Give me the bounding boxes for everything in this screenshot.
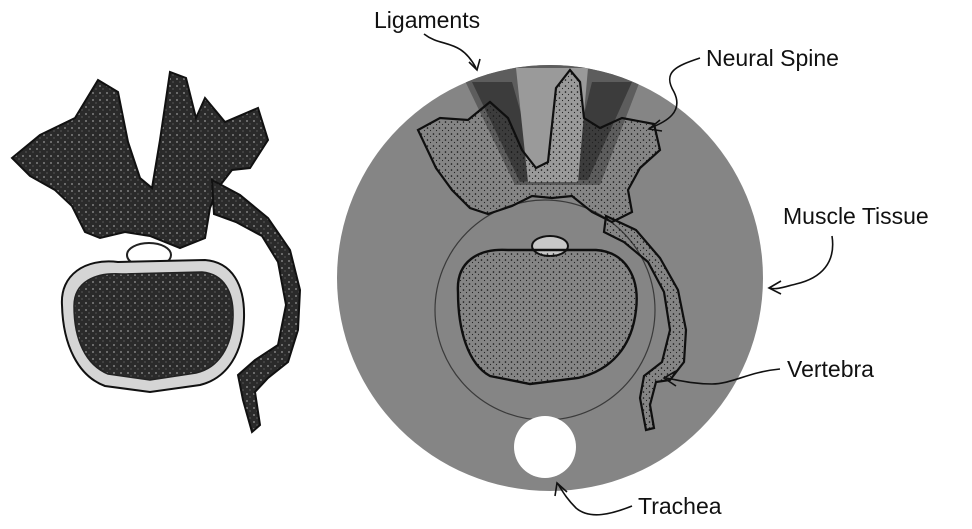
vertebra-photo-processes	[12, 72, 268, 248]
vertebra-photo	[12, 72, 300, 432]
vertebra-photo-body	[74, 272, 233, 380]
label-vertebra: Vertebra	[787, 356, 874, 382]
label-neural-spine: Neural Spine	[706, 45, 839, 71]
annotation-ligaments: Ligaments	[374, 7, 480, 70]
leader-muscle-tissue	[770, 236, 833, 289]
label-trachea: Trachea	[638, 493, 722, 519]
trachea-hole	[514, 416, 576, 478]
label-muscle-tissue: Muscle Tissue	[783, 203, 929, 229]
leader-ligaments	[424, 34, 476, 68]
annotation-muscle-tissue: Muscle Tissue	[769, 203, 929, 294]
label-ligaments: Ligaments	[374, 7, 480, 33]
vertebra-overlay-body	[458, 250, 637, 384]
model-cross-section	[337, 60, 763, 491]
